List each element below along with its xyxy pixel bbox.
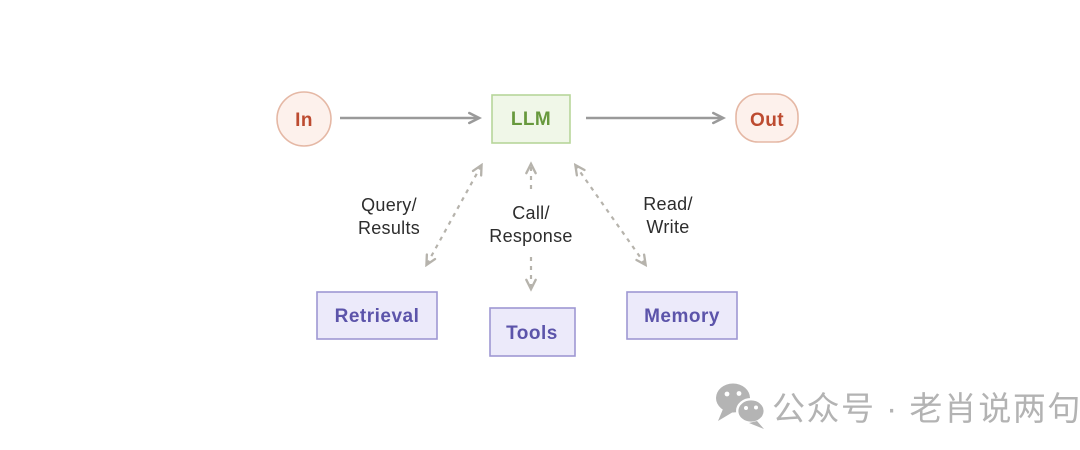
module-retrieval-label: Retrieval [335, 306, 420, 327]
watermark-text: 公众号 · 老肖说两句 [772, 390, 1080, 427]
watermark: 公众号 · 老肖说两句 [716, 383, 1080, 429]
module-tools-label: Tools [506, 323, 558, 344]
edge-label-query: Query/ [361, 195, 417, 215]
node-in-label: In [295, 110, 313, 131]
module-retrieval [316, 291, 438, 340]
arrow-llm-retrieval [427, 166, 481, 264]
node-llm-label: LLM [511, 109, 551, 130]
module-tools [489, 307, 576, 357]
edge-label-call: Call/ [512, 203, 550, 223]
arrow-llm-memory [576, 166, 645, 264]
node-out-label: Out [750, 110, 784, 131]
edge-label-write: Write [646, 217, 689, 237]
node-out [735, 93, 799, 143]
node-in [276, 91, 332, 147]
module-memory-label: Memory [644, 306, 720, 327]
edge-label-read: Read/ [643, 194, 693, 214]
module-memory [626, 291, 738, 340]
edge-label-response: Response [489, 226, 572, 246]
label-backdrop [483, 194, 579, 252]
node-llm [491, 94, 571, 144]
edge-label-results: Results [358, 218, 420, 238]
wechat-icon [716, 383, 767, 429]
